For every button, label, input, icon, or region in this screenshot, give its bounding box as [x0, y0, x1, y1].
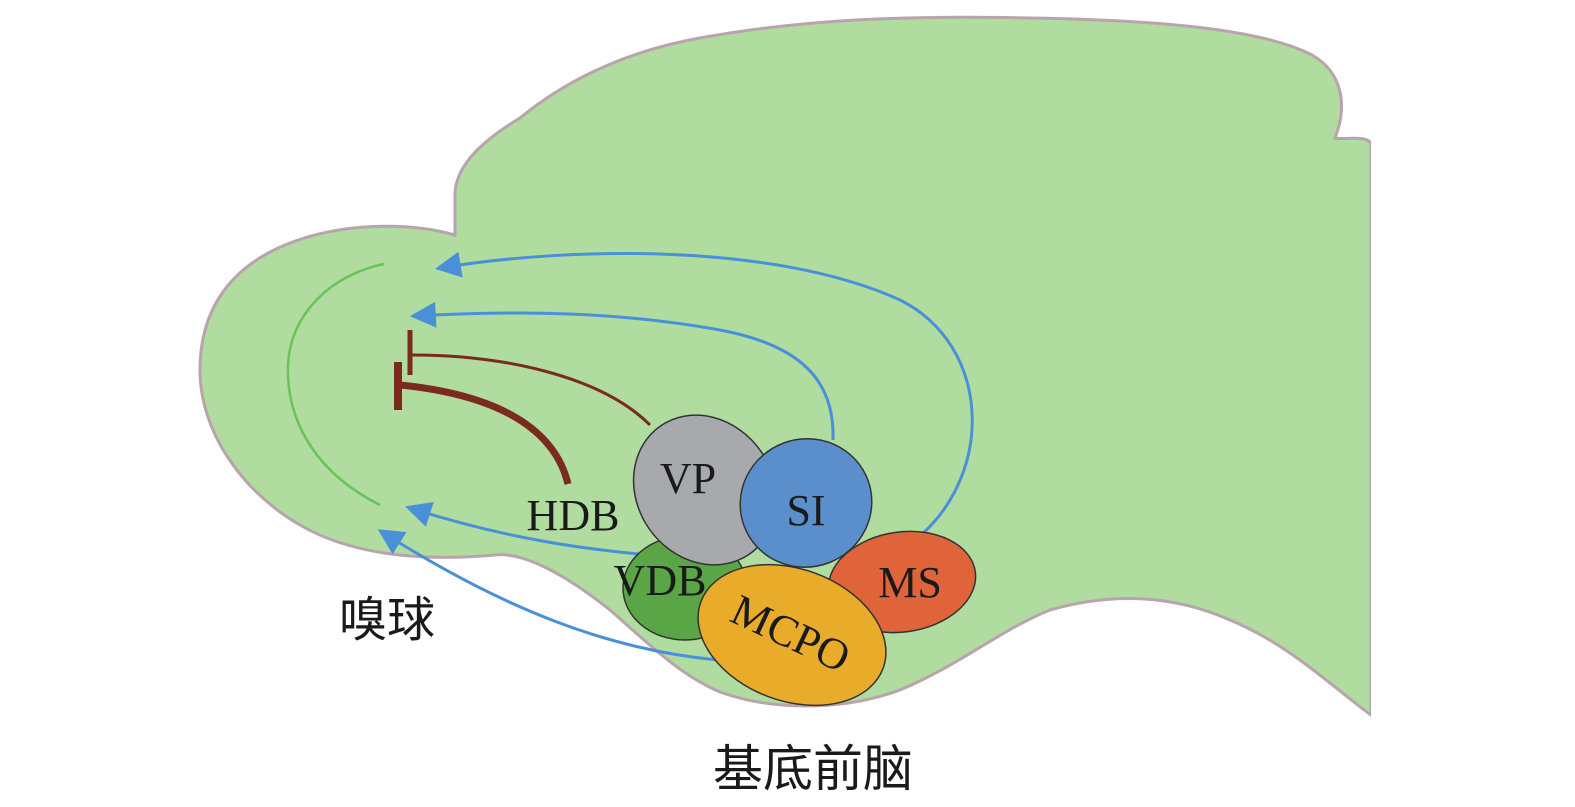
olfactory-tract: [286, 262, 385, 507]
basal-forebrain-label: 基底前脑: [713, 740, 913, 798]
nucleus-si: SI: [739, 438, 873, 568]
projection-ms-to-bulb: [434, 251, 974, 538]
inhibitory-projection-hdb: [399, 381, 572, 485]
projection-mcpo-to-bulb: [377, 529, 719, 662]
brain-outline: [198, 15, 1373, 718]
si-label: SI: [786, 486, 825, 535]
nucleus-mcpo: MCPO: [697, 563, 887, 707]
vdb-label: VDB: [614, 556, 707, 605]
inhibitory-projection-vp: [411, 353, 652, 427]
nucleus-vp: VP: [632, 414, 778, 566]
ms-label: MS: [878, 558, 942, 607]
si-ellipse: [739, 438, 873, 568]
cut-edge-mask: [1371, 130, 1575, 730]
mcpo-ellipse: [697, 563, 887, 707]
vp-ellipse: [632, 414, 778, 566]
vp-label: VP: [660, 454, 716, 503]
projection-vdb-to-bulb: [405, 501, 661, 558]
hdb-label: HDB: [527, 491, 620, 540]
projection-si-to-bulb: [409, 301, 835, 441]
olfactory-bulb-label: 嗅球: [339, 592, 435, 648]
